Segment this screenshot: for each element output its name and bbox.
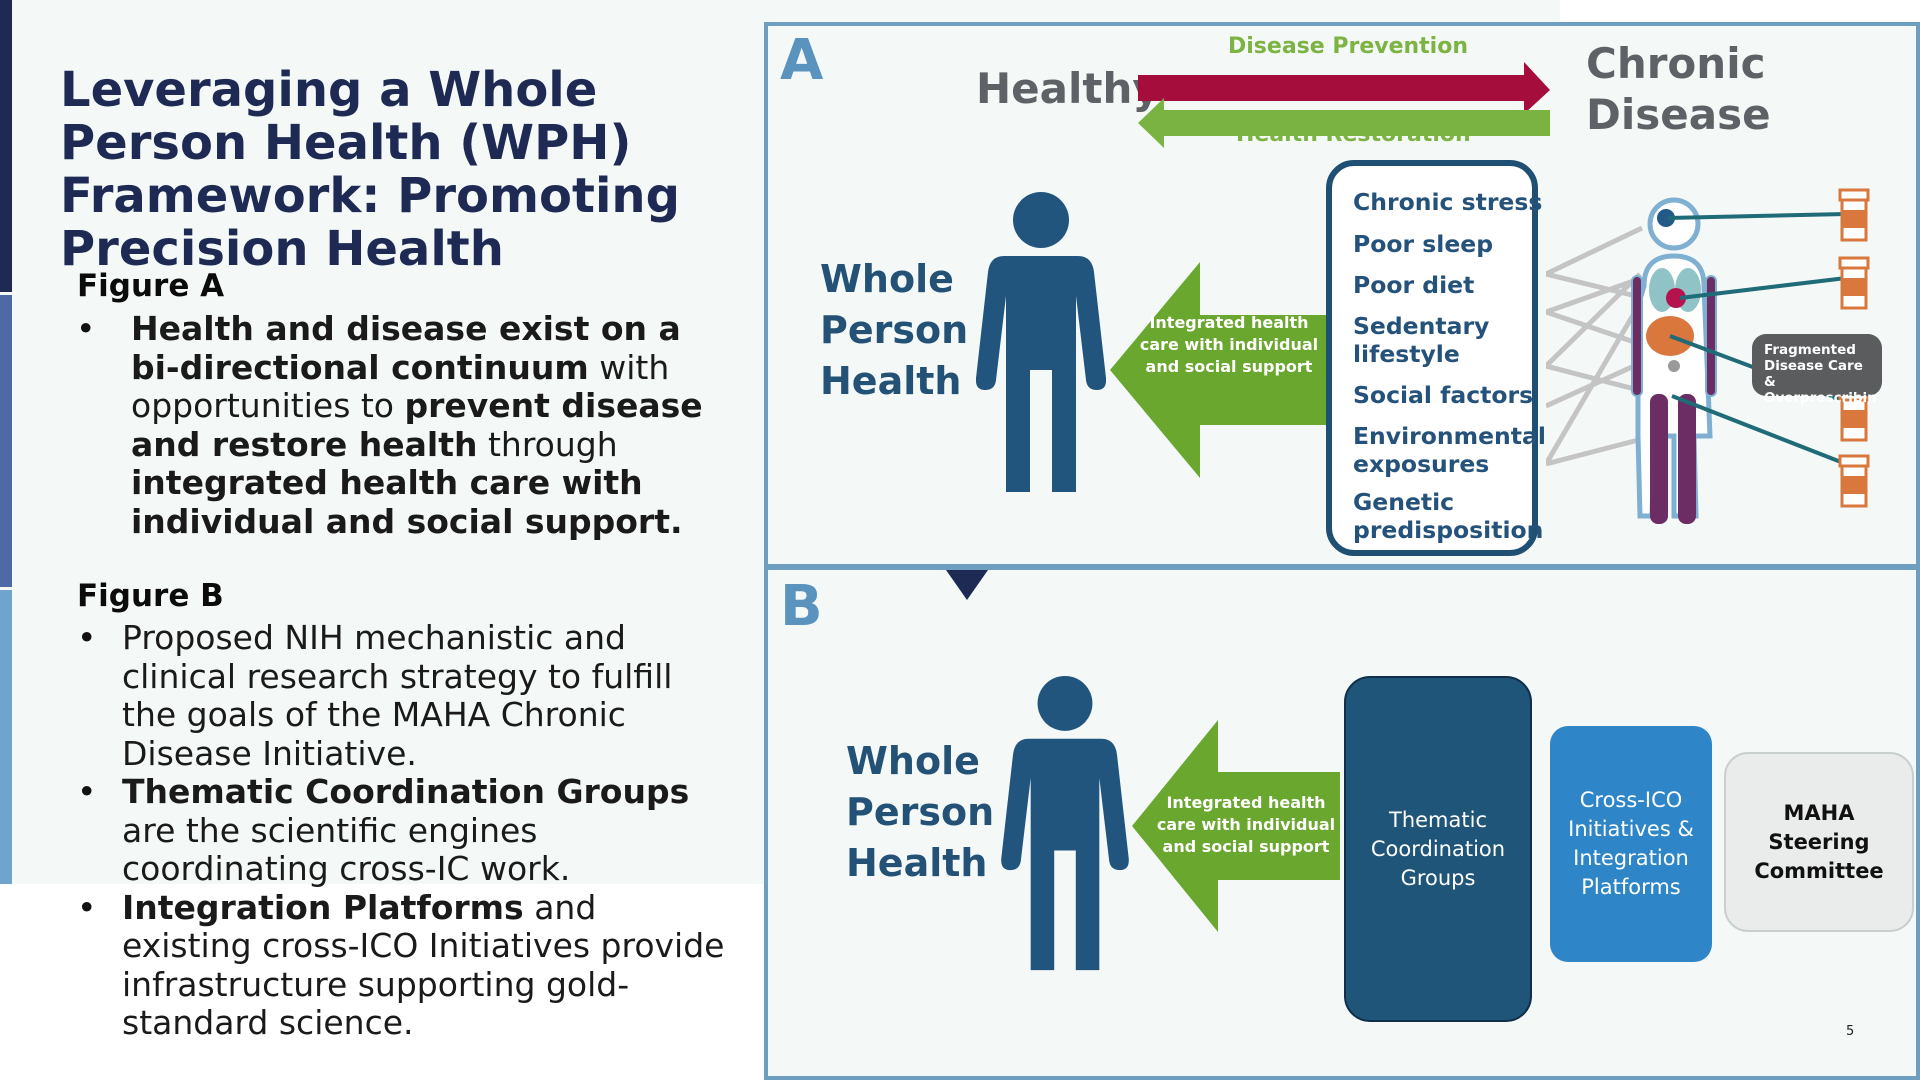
risk-factors-list: Chronic stress Poor sleep Poor diet Sede… xyxy=(1353,188,1553,568)
bullet-text: through xyxy=(477,424,618,464)
cross-ico-box: Cross-ICO Initiatives & Integration Plat… xyxy=(1550,726,1712,962)
figure-b-bullets: Proposed NIH mechanistic and clinical re… xyxy=(77,618,727,1043)
panel-a-letter: A xyxy=(780,28,824,93)
bullet-bold-text: Integration Platforms xyxy=(122,887,524,927)
support-arrow-text: Integrated health care with individual a… xyxy=(1139,313,1319,376)
edge-band-mid xyxy=(0,295,12,587)
list-item: Health and disease exist on a bi-directi… xyxy=(76,309,721,541)
bullet-bold-text: Thematic Coordination Groups xyxy=(122,772,690,811)
disease-prevention-label: Disease Prevention xyxy=(1228,34,1468,59)
factor-item: Genetic predisposition xyxy=(1353,488,1544,544)
whole-person-health-label: Whole Person Health xyxy=(820,254,968,407)
support-arrow xyxy=(1110,262,1340,478)
list-item: Thematic Coordination Groups are the sci… xyxy=(77,772,727,889)
factor-item: Poor sleep xyxy=(1353,230,1494,258)
list-item: Proposed NIH mechanistic and clinical re… xyxy=(77,618,727,773)
bullet-text: and existing cross-ICO Initiatives provi… xyxy=(122,887,725,1042)
whole-person-health-label: Whole Person Health xyxy=(846,736,994,889)
support-arrow xyxy=(1132,720,1340,932)
page-title: Leveraging a Whole Person Health (WPH) F… xyxy=(60,62,680,277)
bullet-bold-text: prevent disease and restore health xyxy=(131,386,703,464)
whp-line: Person xyxy=(846,790,995,834)
factor-item: Social factors xyxy=(1353,381,1534,409)
figure-b-panel: B Whole Person Health Integrated health … xyxy=(764,566,1920,1080)
edge-band-light xyxy=(0,590,12,884)
bullet-bold-text: integrated health care with individual a… xyxy=(131,463,683,541)
bullet-text: with opportunities to xyxy=(131,347,670,425)
cross-ico-label: Cross-ICO Initiatives & Integration Plat… xyxy=(1568,788,1694,899)
edge-band-dark xyxy=(0,0,12,292)
fragmented-care-badge: Fragmented Disease Care & Overprescribin xyxy=(1752,334,1882,406)
factor-item: Environmental exposures xyxy=(1353,422,1546,478)
panel-pointer-icon xyxy=(946,570,988,600)
whp-line: Whole xyxy=(846,739,980,783)
figure-a-heading: Figure A xyxy=(77,268,225,304)
restoration-arrow xyxy=(1138,98,1550,148)
thematic-coordination-label: Thematic Coordination Groups xyxy=(1370,807,1506,890)
figure-a-panel: A Healthy Chronic Disease Disease Preven… xyxy=(764,22,1920,568)
disease-line: Disease xyxy=(1586,90,1771,139)
maha-steering-box: MAHA Steering Committee xyxy=(1724,752,1914,932)
person-icon xyxy=(976,192,1106,492)
list-item: Integration Platforms and existing cross… xyxy=(77,887,727,1043)
bullet-text: are the scientific engines coordinating … xyxy=(122,810,571,888)
support-arrow-text: Integrated health care with individual a… xyxy=(1156,793,1336,856)
page-number: 5 xyxy=(1846,1024,1855,1039)
continuum-arrows xyxy=(1138,62,1550,148)
bullet-text: Proposed NIH mechanistic and clinical re… xyxy=(122,618,673,773)
chronic-disease-label: Chronic Disease xyxy=(1586,38,1771,140)
chronic-line: Chronic xyxy=(1586,39,1766,88)
figure-b-heading: Figure B xyxy=(77,578,224,614)
bullet-bold-text: Health and disease exist on a bi-directi… xyxy=(131,309,681,387)
figure-a-bullets: Health and disease exist on a bi-directi… xyxy=(76,309,721,541)
connector-lines xyxy=(1546,225,1658,467)
person-icon xyxy=(1001,675,1129,971)
whp-line: Person xyxy=(820,308,969,352)
risk-factors-box xyxy=(1326,160,1538,556)
healthy-label: Healthy xyxy=(976,64,1160,113)
panel-b-letter: B xyxy=(780,574,823,639)
thematic-coordination-box: Thematic Coordination Groups xyxy=(1344,676,1532,1022)
factor-item: Poor diet xyxy=(1353,271,1475,299)
whp-line: Health xyxy=(846,841,988,885)
whp-line: Health xyxy=(820,359,962,403)
factor-item: Chronic stress xyxy=(1353,188,1543,216)
whp-line: Whole xyxy=(820,257,954,301)
fragmented-care-label: Fragmented Disease Care & Overprescribin xyxy=(1764,342,1877,406)
prevention-arrow xyxy=(1138,62,1550,114)
maha-steering-label: MAHA Steering Committee xyxy=(1754,800,1884,883)
factor-item: Sedentary lifestyle xyxy=(1353,312,1490,368)
